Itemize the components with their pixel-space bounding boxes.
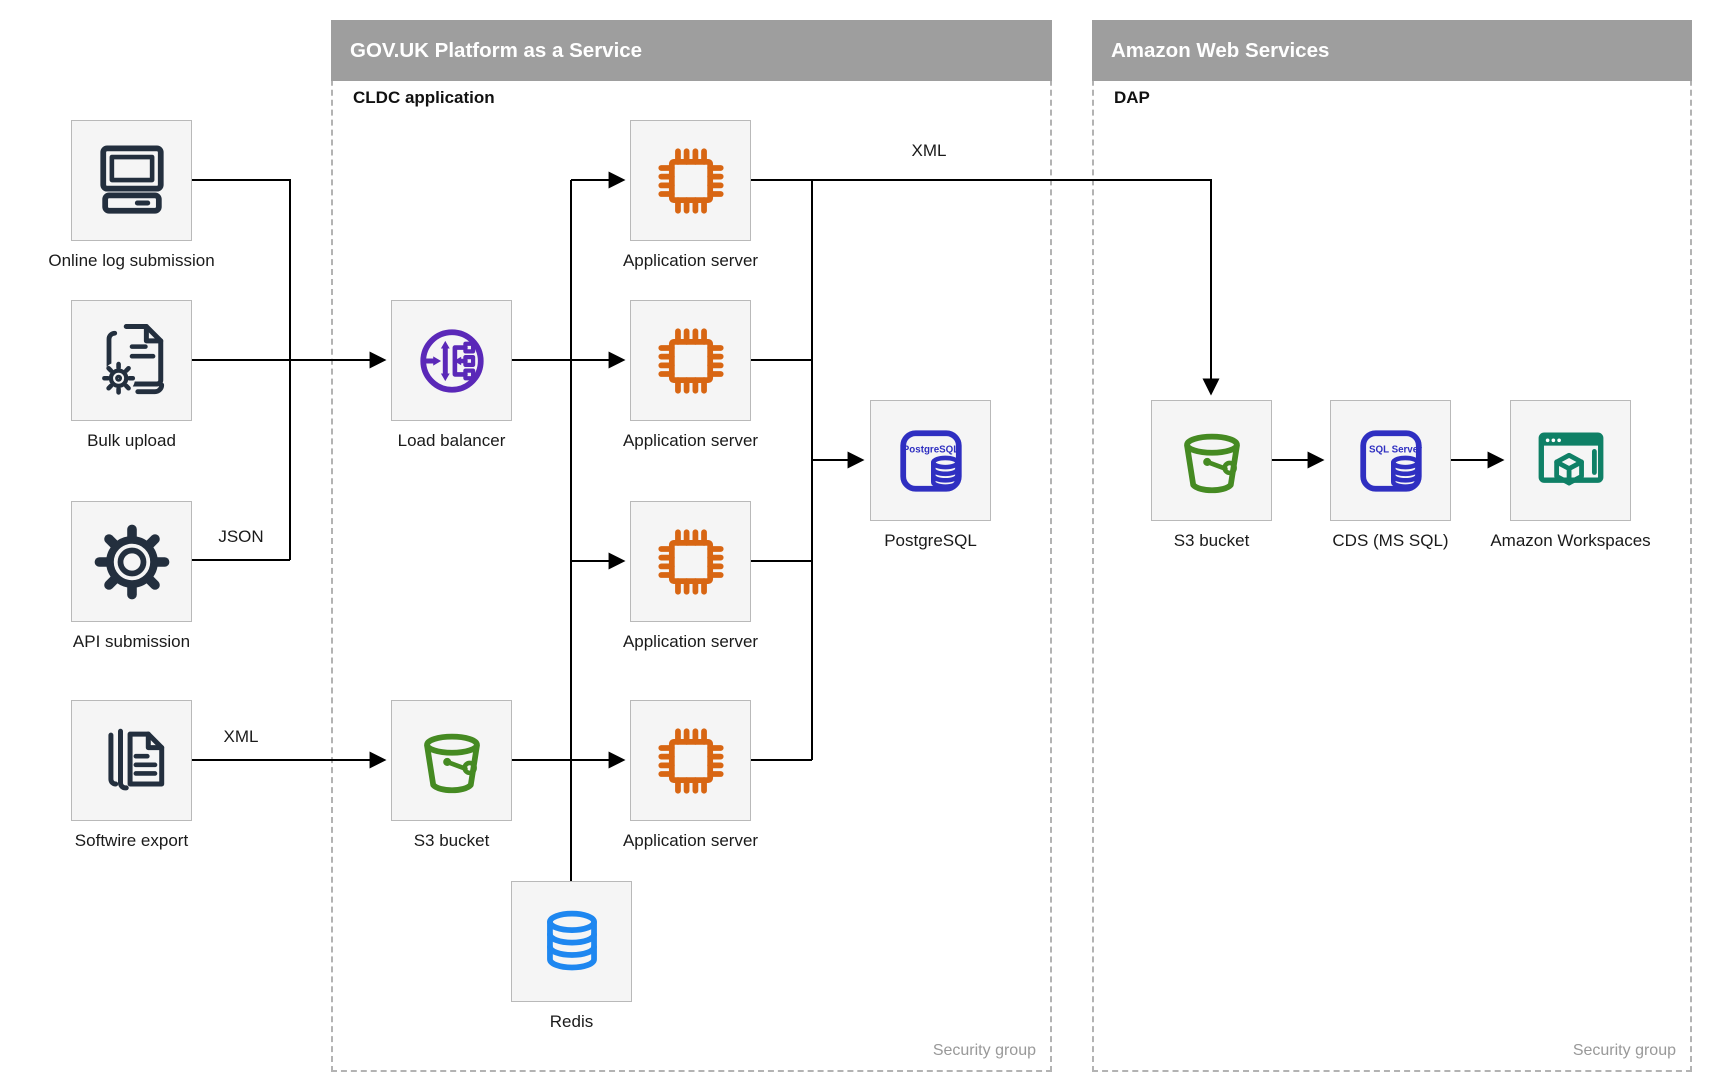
node-softwire-export: Softwire export xyxy=(71,700,192,850)
small-gear xyxy=(101,361,135,395)
svg-text:PostgreSQL: PostgreSQL xyxy=(902,444,958,455)
node-bulk-upload: Bulk upload xyxy=(71,300,192,450)
paas-security-group-label: Security group xyxy=(932,1042,1036,1059)
s3-bucket-icon xyxy=(1151,400,1272,521)
node-load-balancer: Load balancer xyxy=(391,300,512,450)
dap-label: DAP xyxy=(1114,88,1150,107)
govuk-paas-header: GOV.UK Platform as a Service xyxy=(331,20,1052,81)
node-redis: Redis xyxy=(511,881,632,1031)
amazon-workspaces-icon xyxy=(1510,400,1631,521)
gear-icon xyxy=(71,501,192,622)
aws-security-group-label: Security group xyxy=(1572,1042,1676,1059)
cpu-chip-icon xyxy=(630,700,751,821)
cpu-chip-icon xyxy=(630,501,751,622)
wire-online-log-to-junction xyxy=(192,179,291,560)
node-app-server-3: Application server xyxy=(623,501,758,651)
document-gear-icon xyxy=(71,300,192,421)
load-balancer-icon xyxy=(391,300,512,421)
node-s3-bucket-aws: S3 bucket xyxy=(1151,400,1272,550)
node-api-submission: API submission xyxy=(71,501,192,651)
aws-header: Amazon Web Services xyxy=(1092,20,1692,81)
cpu-chip-icon xyxy=(630,120,751,241)
cldc-application-label: CLDC application xyxy=(353,88,495,107)
redis-database-icon xyxy=(511,881,632,1002)
node-cds-mssql: SQL Server CDS (MS SQL) xyxy=(1330,400,1451,550)
desktop-computer-icon xyxy=(71,120,192,241)
xml-edge-label-left: XML xyxy=(223,727,259,746)
postgresql-database-icon: PostgreSQL xyxy=(870,400,991,521)
govuk-paas-container: GOV.UK Platform as a Service CLDC applic… xyxy=(331,20,1052,1072)
node-app-server-4: Application server xyxy=(623,700,758,850)
sql-server-database-icon: SQL Server xyxy=(1330,400,1451,521)
s3-bucket-icon xyxy=(391,700,512,821)
svg-text:SQL Server: SQL Server xyxy=(1368,444,1421,455)
node-app-server-2: Application server xyxy=(623,300,758,450)
node-postgresql: PostgreSQL PostgreSQL xyxy=(870,400,991,550)
aws-container: Amazon Web Services DAP Security group xyxy=(1092,20,1692,1072)
node-online-log-submission: Online log submission xyxy=(48,120,215,270)
node-app-server-1: Application server xyxy=(623,120,758,270)
cpu-chip-icon xyxy=(630,300,751,421)
xml-edge-label-right: XML xyxy=(911,141,947,160)
node-s3-bucket-paas: S3 bucket xyxy=(391,700,512,850)
node-amazon-workspaces: Amazon Workspaces xyxy=(1490,400,1651,550)
documents-stack-icon xyxy=(71,700,192,821)
json-edge-label: JSON xyxy=(218,527,264,546)
